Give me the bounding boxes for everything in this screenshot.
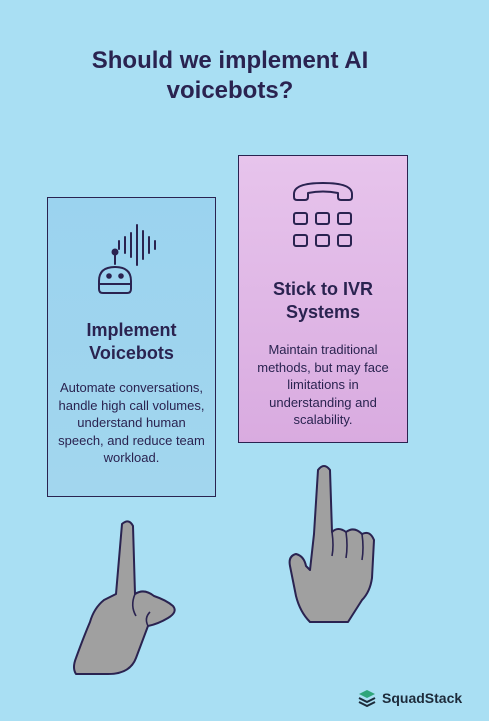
- pointing-hand-icon: [73, 520, 176, 675]
- brand-logo: SquadStack: [358, 688, 462, 708]
- option-title: Stick to IVR Systems: [272, 279, 374, 322]
- option-description: Automate conversations, handle high call…: [58, 380, 205, 465]
- option-description: Maintain traditional methods, but may fa…: [257, 342, 389, 427]
- stick-to-ivr-card: Stick to IVR Systems Maintain traditiona…: [238, 155, 408, 443]
- phone-keypad-icon: [293, 182, 353, 247]
- brand-name: SquadStack: [382, 690, 463, 706]
- page-title: Should we implement AI voicebots?: [91, 47, 369, 104]
- option-title: Implement Voicebots: [86, 320, 177, 363]
- stack-logo-icon: [358, 690, 376, 707]
- robot-voice-icon: [98, 224, 156, 294]
- implement-voicebots-card: Implement Voicebots Automate conversatio…: [47, 197, 216, 497]
- pointing-hand-icon: [288, 465, 375, 623]
